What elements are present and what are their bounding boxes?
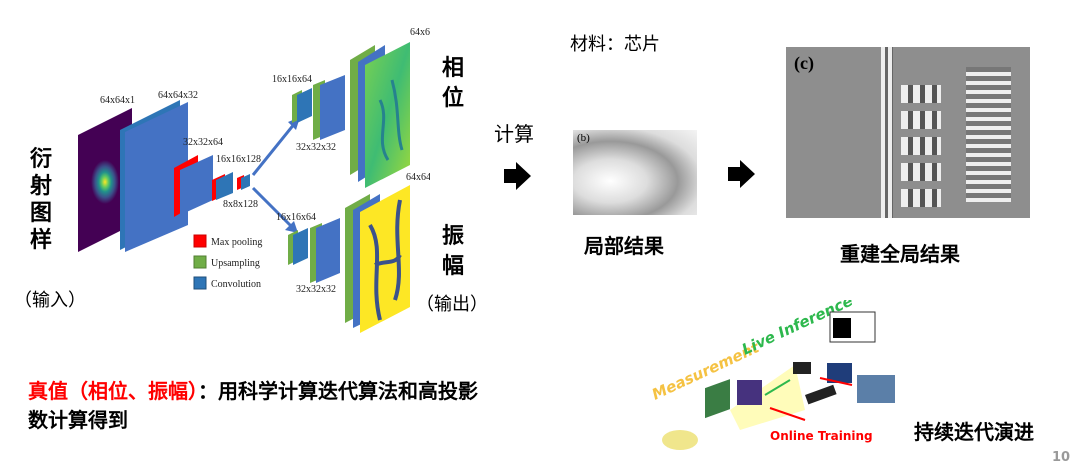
dim-label: 64x64x32 [158,90,198,101]
input-char: 图 [29,201,52,226]
output-note: （输出） [416,294,488,315]
dim-label: 16x16x64 [276,212,316,223]
dim-label: 16x16x128 [216,154,261,165]
page-number: 10 [1052,450,1071,465]
compute-label: 计算 [494,122,534,146]
input-char: 射 [29,174,52,199]
online-training-label: Online Training [770,429,873,443]
workflow-caption: 持续迭代演进 [914,420,1034,444]
amplitude-label: 振 幅 [440,222,466,282]
network-diagram: 64x64x1 64x64x32 32x32x64 16x16x128 8x8x… [78,27,430,333]
dim-label: 32x32x64 [183,137,223,148]
dim-label: 8x8x128 [223,199,258,210]
material-label: 材料：芯片 [570,34,660,55]
phase-char: 位 [441,86,464,111]
conv-layer [125,102,188,252]
legend-label: Convolution [211,279,261,290]
local-result-image: (b) [573,130,697,215]
amplitude-char: 幅 [441,254,464,279]
global-result-caption: 重建全局结果 [840,242,960,266]
dim-label: 64x64x1 [406,172,430,183]
legend-label: Upsampling [211,258,260,269]
ground-truth-highlight: 真值（相位、振幅） [28,379,198,403]
branch-arrow-phase [251,122,297,176]
right-arrow-icon [504,162,531,190]
diffraction-pattern [91,160,119,204]
conv-layer [216,172,233,200]
phase-char: 相 [441,56,464,81]
dim-label: 16x16x64 [272,74,312,85]
branch-arrow-amplitude [251,186,294,229]
dim-label: 32x32x32 [296,142,336,153]
local-result-caption: 局部结果 [584,234,664,258]
right-arrow-icon [728,160,755,188]
dim-label: 32x32x32 [296,284,336,295]
image-tag: (c) [794,53,814,73]
input-char: 样 [29,228,52,253]
dim-label: 64x64x1 [100,95,135,106]
conv-layer [241,174,250,190]
ground-truth-text: 真值（相位、振幅）：用科学计算迭代算法和高投影 数计算得到 [28,377,478,435]
conv-layer [180,155,213,215]
ground-truth-line2: 数计算得到 [28,408,128,432]
amplitude-char: 振 [441,224,464,249]
input-note: （输入） [14,290,86,311]
dim-label: 64x64x1 [410,27,430,38]
phase-output-map [365,42,410,188]
ground-truth-line1: ：用科学计算迭代算法和高投影 [198,379,478,403]
legend: Max pooling Upsampling Convolution [193,234,262,290]
image-tag: (b) [577,132,590,144]
input-char: 衍 [29,147,52,172]
legend-label: Max pooling [211,237,262,248]
workflow-illustration: Measurement Live Inference Online Traini… [649,300,895,450]
phase-label: 相 位 [440,54,466,114]
input-label: 衍 射 图 样 [28,146,54,254]
global-result-image: (c) [786,47,1030,218]
